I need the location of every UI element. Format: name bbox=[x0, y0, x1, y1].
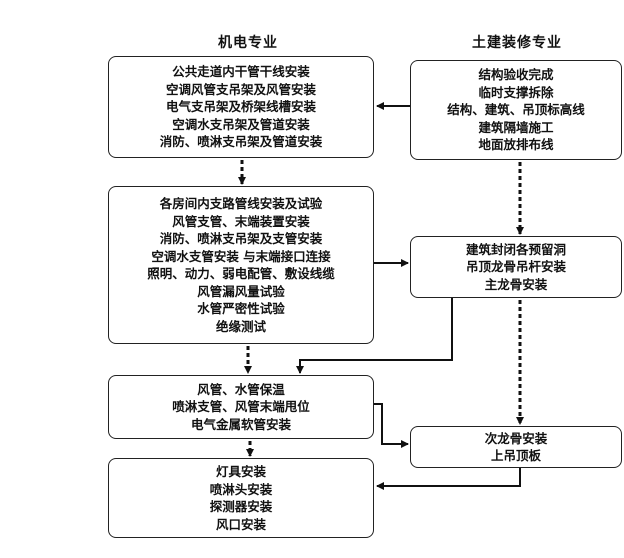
box-line: 上吊顶板 bbox=[490, 448, 541, 463]
box-line: 临时支撑拆除 bbox=[478, 84, 554, 100]
box-line: 风管漏风量试验 bbox=[197, 283, 285, 299]
box-line: 灯具安装 bbox=[215, 464, 266, 479]
box-line: 照明、动力、弱电配管、敷设线缆 bbox=[147, 266, 335, 281]
box-line: 喷淋支管、风管末端甩位 bbox=[172, 399, 310, 415]
box-line: 结构验收完成 bbox=[478, 67, 554, 83]
box-line: 风管、水管保温 bbox=[197, 381, 285, 397]
mep-column-header: 机电专业 bbox=[218, 35, 278, 51]
mep-box-insulation: 风管、水管保温 喷淋支管、风管末端甩位 电气金属软管安装 bbox=[108, 375, 374, 439]
civil-box-secondary-keel: 次龙骨安装 上吊顶板 bbox=[410, 426, 622, 468]
mep-box-branch-lines: 各房间内支路管线安装及试验 风管支管、末端装置安装 消防、喷淋支吊架及支管安装 … bbox=[108, 186, 374, 344]
box-line: 水管严密性试验 bbox=[197, 301, 285, 316]
mep-box-terminals: 灯具安装 喷淋头安装 探测器安装 风口安装 bbox=[108, 458, 374, 538]
mep-box-trunk-lines: 公共走道内干管干线安装 空调风管支吊架及风管安装 电气支吊架及桥架线槽安装 空调… bbox=[108, 56, 374, 158]
box-line: 风口安装 bbox=[215, 516, 266, 532]
box-line: 建筑隔墙施工 bbox=[478, 119, 554, 135]
box-line: 结构、建筑、吊顶标高线 bbox=[447, 102, 585, 118]
box-line: 消防、喷淋支吊架及管道安装 bbox=[159, 134, 323, 150]
box-line: 消防、喷淋支吊架及支管安装 bbox=[159, 231, 323, 246]
civil-box-main-keel: 建筑封闭各预留洞 吊顶龙骨吊杆安装 主龙骨安装 bbox=[410, 236, 622, 298]
arrow-c3-to-m4 bbox=[376, 468, 521, 490]
box-line: 空调水支吊架及管道安装 bbox=[172, 116, 310, 132]
box-line: 公共走道内干管干线安装 bbox=[172, 64, 310, 80]
box-line: 电气支吊架及桥架线槽安装 bbox=[165, 99, 316, 115]
box-line: 各房间内支路管线安装及试验 bbox=[159, 196, 323, 211]
box-line: 电气金属软管安装 bbox=[190, 416, 291, 432]
box-line: 次龙骨安装 bbox=[484, 430, 548, 446]
box-line: 建筑封闭各预留洞 bbox=[465, 241, 566, 257]
box-line: 空调风管支吊架及风管安装 bbox=[165, 81, 316, 97]
arrow-m3-to-c3 bbox=[374, 403, 409, 448]
box-line: 地面放排布线 bbox=[478, 137, 554, 153]
box-line: 主龙骨安装 bbox=[484, 276, 548, 292]
arrow-c2-to-m3 bbox=[296, 298, 453, 374]
civil-column-header: 土建装修专业 bbox=[472, 35, 562, 51]
box-line: 绝缘测试 bbox=[215, 318, 266, 334]
civil-box-structure: 结构验收完成 临时支撑拆除 结构、建筑、吊顶标高线 建筑隔墙施工 地面放排布线 bbox=[410, 60, 622, 160]
box-line: 喷淋头安装 bbox=[209, 481, 273, 497]
box-line: 风管支管、末端装置安装 bbox=[172, 213, 310, 229]
box-line: 吊顶龙骨吊杆安装 bbox=[465, 259, 566, 275]
box-line: 空调水支管安装 与末端接口连接 bbox=[151, 248, 331, 264]
box-line: 探测器安装 bbox=[209, 499, 273, 514]
